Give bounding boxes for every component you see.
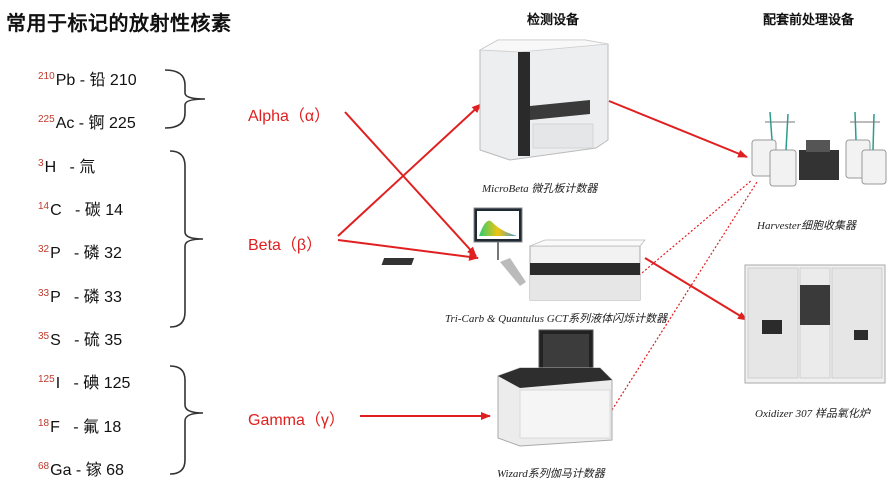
microbeta-instrument xyxy=(478,39,609,161)
wizard-instrument xyxy=(497,329,613,447)
isotope-ac225: 225Ac - 锕 225 xyxy=(38,114,136,132)
beta-to-microbeta-arrow xyxy=(337,103,482,237)
oxidizer-instrument xyxy=(744,264,886,384)
microbeta-to-harvester-arrow xyxy=(608,100,748,158)
wizard-caption: Wizard系列伽马计数器 xyxy=(497,468,605,480)
pretreatment-header: 配套前处理设备 xyxy=(763,12,855,27)
alpha-label: Alpha（α） xyxy=(248,108,331,125)
isotope-s35: 35S - 硫 35 xyxy=(38,331,123,349)
oxidizer-caption: Oxidizer 307 样品氧化炉 xyxy=(755,408,870,420)
tricarb-harvester-dotted xyxy=(635,179,753,279)
beta-bracket xyxy=(169,150,204,328)
harvester-caption: Harvester细胞收集器 xyxy=(757,220,856,232)
tricarb-instrument xyxy=(381,207,646,301)
microbeta-caption: MicroBeta 微孔板计数器 xyxy=(482,183,598,195)
isotope-p32: 32P - 磷 32 xyxy=(38,244,122,262)
wizard-harvester-dotted xyxy=(611,181,758,411)
isotope-p33: 33P - 磷 33 xyxy=(38,288,122,306)
gamma-bracket xyxy=(169,365,204,475)
beta-label: Beta（β） xyxy=(248,237,323,254)
page-title: 常用于标记的放射性核素 xyxy=(6,13,232,35)
isotope-f18: 18F - 氟 18 xyxy=(38,418,122,436)
isotope-i125: 125I - 碘 125 xyxy=(38,374,131,392)
tricarb-to-oxidizer-arrow xyxy=(644,257,748,321)
tricarb-caption: Tri-Carb & Quantulus GCT系列液体闪烁计数器 xyxy=(445,313,668,325)
alpha-to-tricarb-arrow xyxy=(344,111,477,257)
alpha-bracket xyxy=(164,69,206,129)
isotope-h3: 3H - 氚 xyxy=(38,158,96,176)
harvester-instrument xyxy=(751,111,887,187)
isotope-pb210: 210Pb - 铅 210 xyxy=(38,71,137,89)
gamma-label: Gamma（γ） xyxy=(248,412,345,429)
beta-to-tricarb-arrow xyxy=(337,239,479,261)
isotope-c14: 14C - 碳 14 xyxy=(38,201,124,219)
isotope-ga68: 68Ga - 镓 68 xyxy=(38,461,124,479)
detection-header: 检测设备 xyxy=(527,12,580,27)
